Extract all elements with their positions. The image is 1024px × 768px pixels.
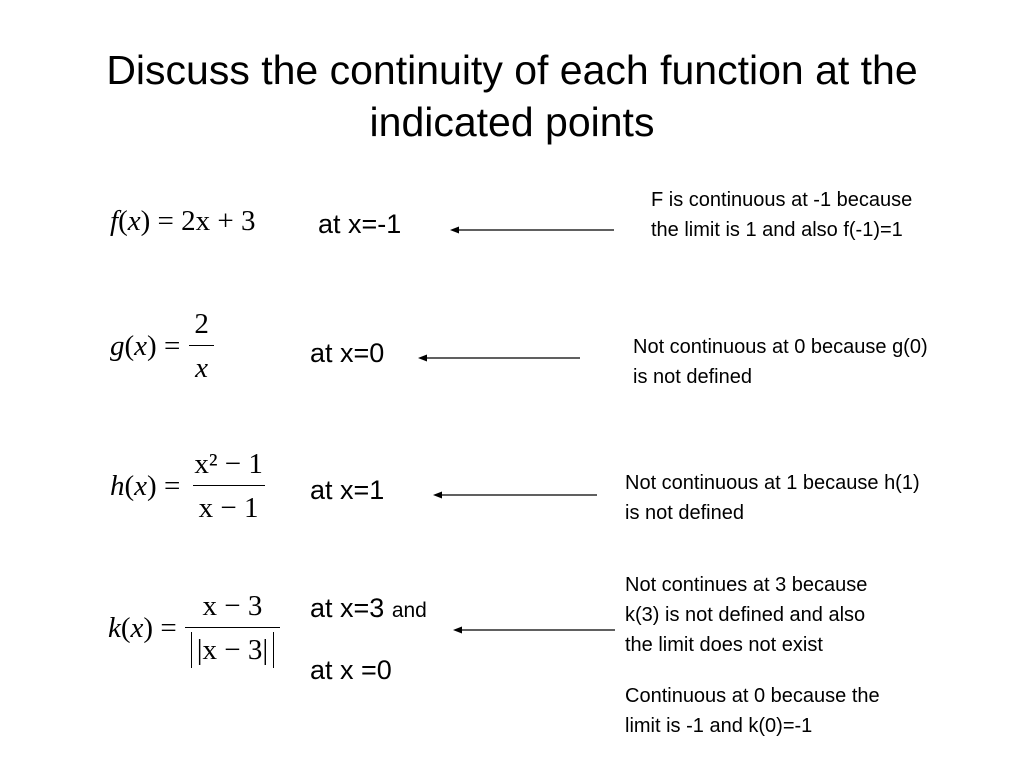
note-line: Not continuous at 1 because h(1) bbox=[625, 472, 920, 494]
arrow-g bbox=[418, 354, 580, 362]
absolute-value: |x − 3| bbox=[190, 632, 275, 668]
equation-h: h(x) = x² − 1 x − 1 bbox=[110, 450, 269, 523]
function-name: g bbox=[110, 330, 125, 362]
equation-k: k(x) = x − 3 |x − 3| bbox=[108, 590, 281, 668]
note-line: the limit does not exist bbox=[625, 634, 823, 656]
numerator: 2 bbox=[194, 308, 209, 340]
equation-rhs: 2x + 3 bbox=[181, 205, 256, 237]
arrow-k bbox=[453, 626, 615, 634]
note-line: limit is -1 and k(0)=-1 bbox=[625, 715, 813, 737]
note-line: Not continuous at 0 because g(0) bbox=[633, 336, 928, 358]
conjunction: and bbox=[391, 599, 427, 622]
function-name: k bbox=[108, 612, 121, 644]
fraction: 2 x bbox=[188, 310, 215, 383]
denominator: x bbox=[189, 345, 214, 383]
numerator: x² − 1 bbox=[194, 448, 263, 480]
variable: x bbox=[130, 612, 144, 644]
point-label-text: at x=3 bbox=[310, 593, 385, 623]
equation-f: f(x) = 2x + 3 bbox=[110, 205, 256, 237]
function-name: h bbox=[110, 470, 125, 502]
fraction: x − 3 |x − 3| bbox=[184, 590, 281, 668]
note-line: is not defined bbox=[633, 366, 752, 388]
point-label-g: at x=0 bbox=[310, 338, 385, 368]
note-h: Not continuous at 1 because h(1) is not … bbox=[625, 468, 920, 528]
variable: x bbox=[127, 205, 141, 237]
denominator: x − 1 bbox=[192, 485, 265, 523]
point-label-k-1: at x=3 and bbox=[310, 593, 427, 624]
function-name: f bbox=[110, 205, 119, 237]
denominator: |x − 3| bbox=[184, 627, 281, 668]
note-line: Continuous at 0 because the bbox=[625, 685, 880, 707]
variable: x bbox=[134, 470, 148, 502]
note-line: the limit is 1 and also f(-1)=1 bbox=[651, 219, 903, 241]
note-g: Not continuous at 0 because g(0) is not … bbox=[633, 332, 928, 392]
note-k-0: Continuous at 0 because the limit is -1 … bbox=[625, 681, 880, 741]
equation-g: g(x) = 2 x bbox=[110, 310, 215, 383]
note-line: k(3) is not defined and also bbox=[625, 604, 866, 626]
note-k-3: Not continues at 3 because k(3) is not d… bbox=[625, 570, 867, 660]
arrow-f bbox=[450, 226, 614, 234]
point-label-h: at x=1 bbox=[310, 475, 385, 505]
note-line: F is continuous at -1 because bbox=[651, 189, 913, 211]
numerator: x − 3 bbox=[202, 590, 263, 622]
title-line-2: indicated points bbox=[369, 99, 655, 145]
slide-title: Discuss the continuity of each function … bbox=[0, 44, 1024, 148]
fraction: x² − 1 x − 1 bbox=[188, 450, 269, 523]
note-line: is not defined bbox=[625, 502, 744, 524]
arrow-h bbox=[433, 491, 597, 499]
point-label-f: at x=-1 bbox=[318, 209, 402, 239]
point-label-k-2: at x =0 bbox=[310, 655, 392, 685]
note-f: F is continuous at -1 because the limit … bbox=[651, 185, 912, 245]
note-line: Not continues at 3 because bbox=[625, 574, 868, 596]
title-line-1: Discuss the continuity of each function … bbox=[106, 47, 918, 93]
variable: x bbox=[134, 330, 148, 362]
